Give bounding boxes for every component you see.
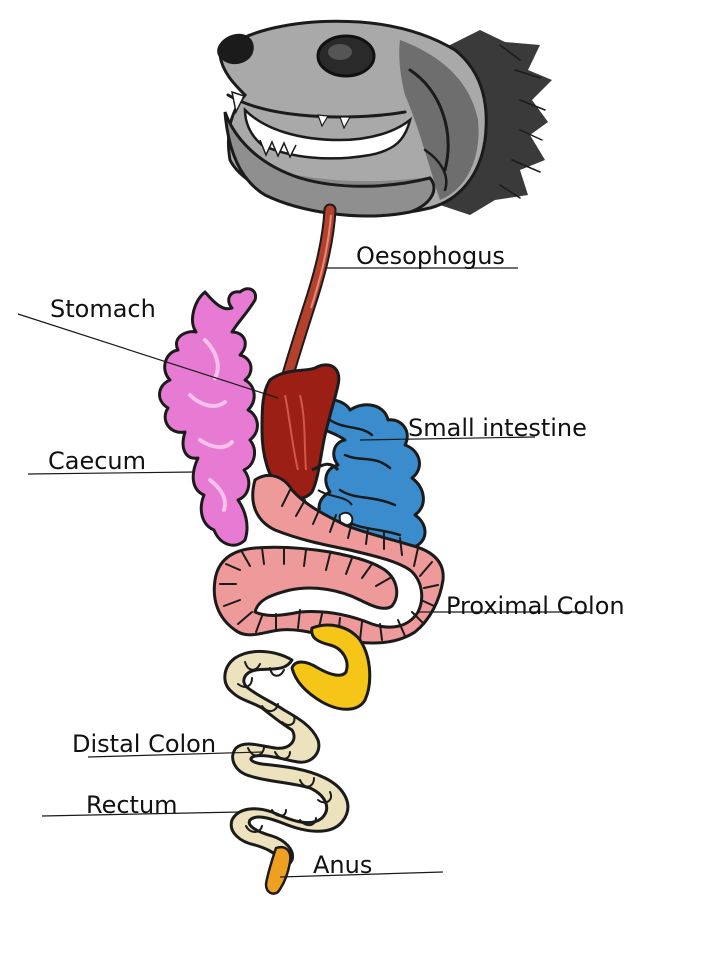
proximal-colon-drawing	[212, 474, 445, 645]
rectum-label: Rectum	[86, 791, 178, 819]
oesophagus-label: Oesophogus	[356, 242, 505, 270]
stomach-leader-line	[17, 313, 279, 399]
caecum-drawing	[158, 287, 259, 547]
caecum-label: Caecum	[48, 447, 146, 475]
small-intestine-leader-line	[359, 436, 536, 441]
anus-label: Anus	[313, 851, 372, 879]
small-intestine-label: Small intestine	[408, 414, 587, 442]
distal-colon-label: Distal Colon	[72, 730, 216, 758]
proximal-colon-pouch	[290, 623, 372, 711]
stomach-label: Stomach	[50, 295, 156, 323]
proximal-colon-label: Proximal Colon	[446, 592, 625, 620]
skull-drawing	[217, 19, 552, 218]
rectum-leader-line	[41, 811, 241, 817]
anus-leader-line	[279, 871, 444, 878]
stomach-drawing	[260, 363, 341, 501]
caecum-leader-line	[27, 471, 196, 475]
anus-drawing	[264, 845, 292, 895]
distal-colon-leader-line	[87, 751, 263, 758]
